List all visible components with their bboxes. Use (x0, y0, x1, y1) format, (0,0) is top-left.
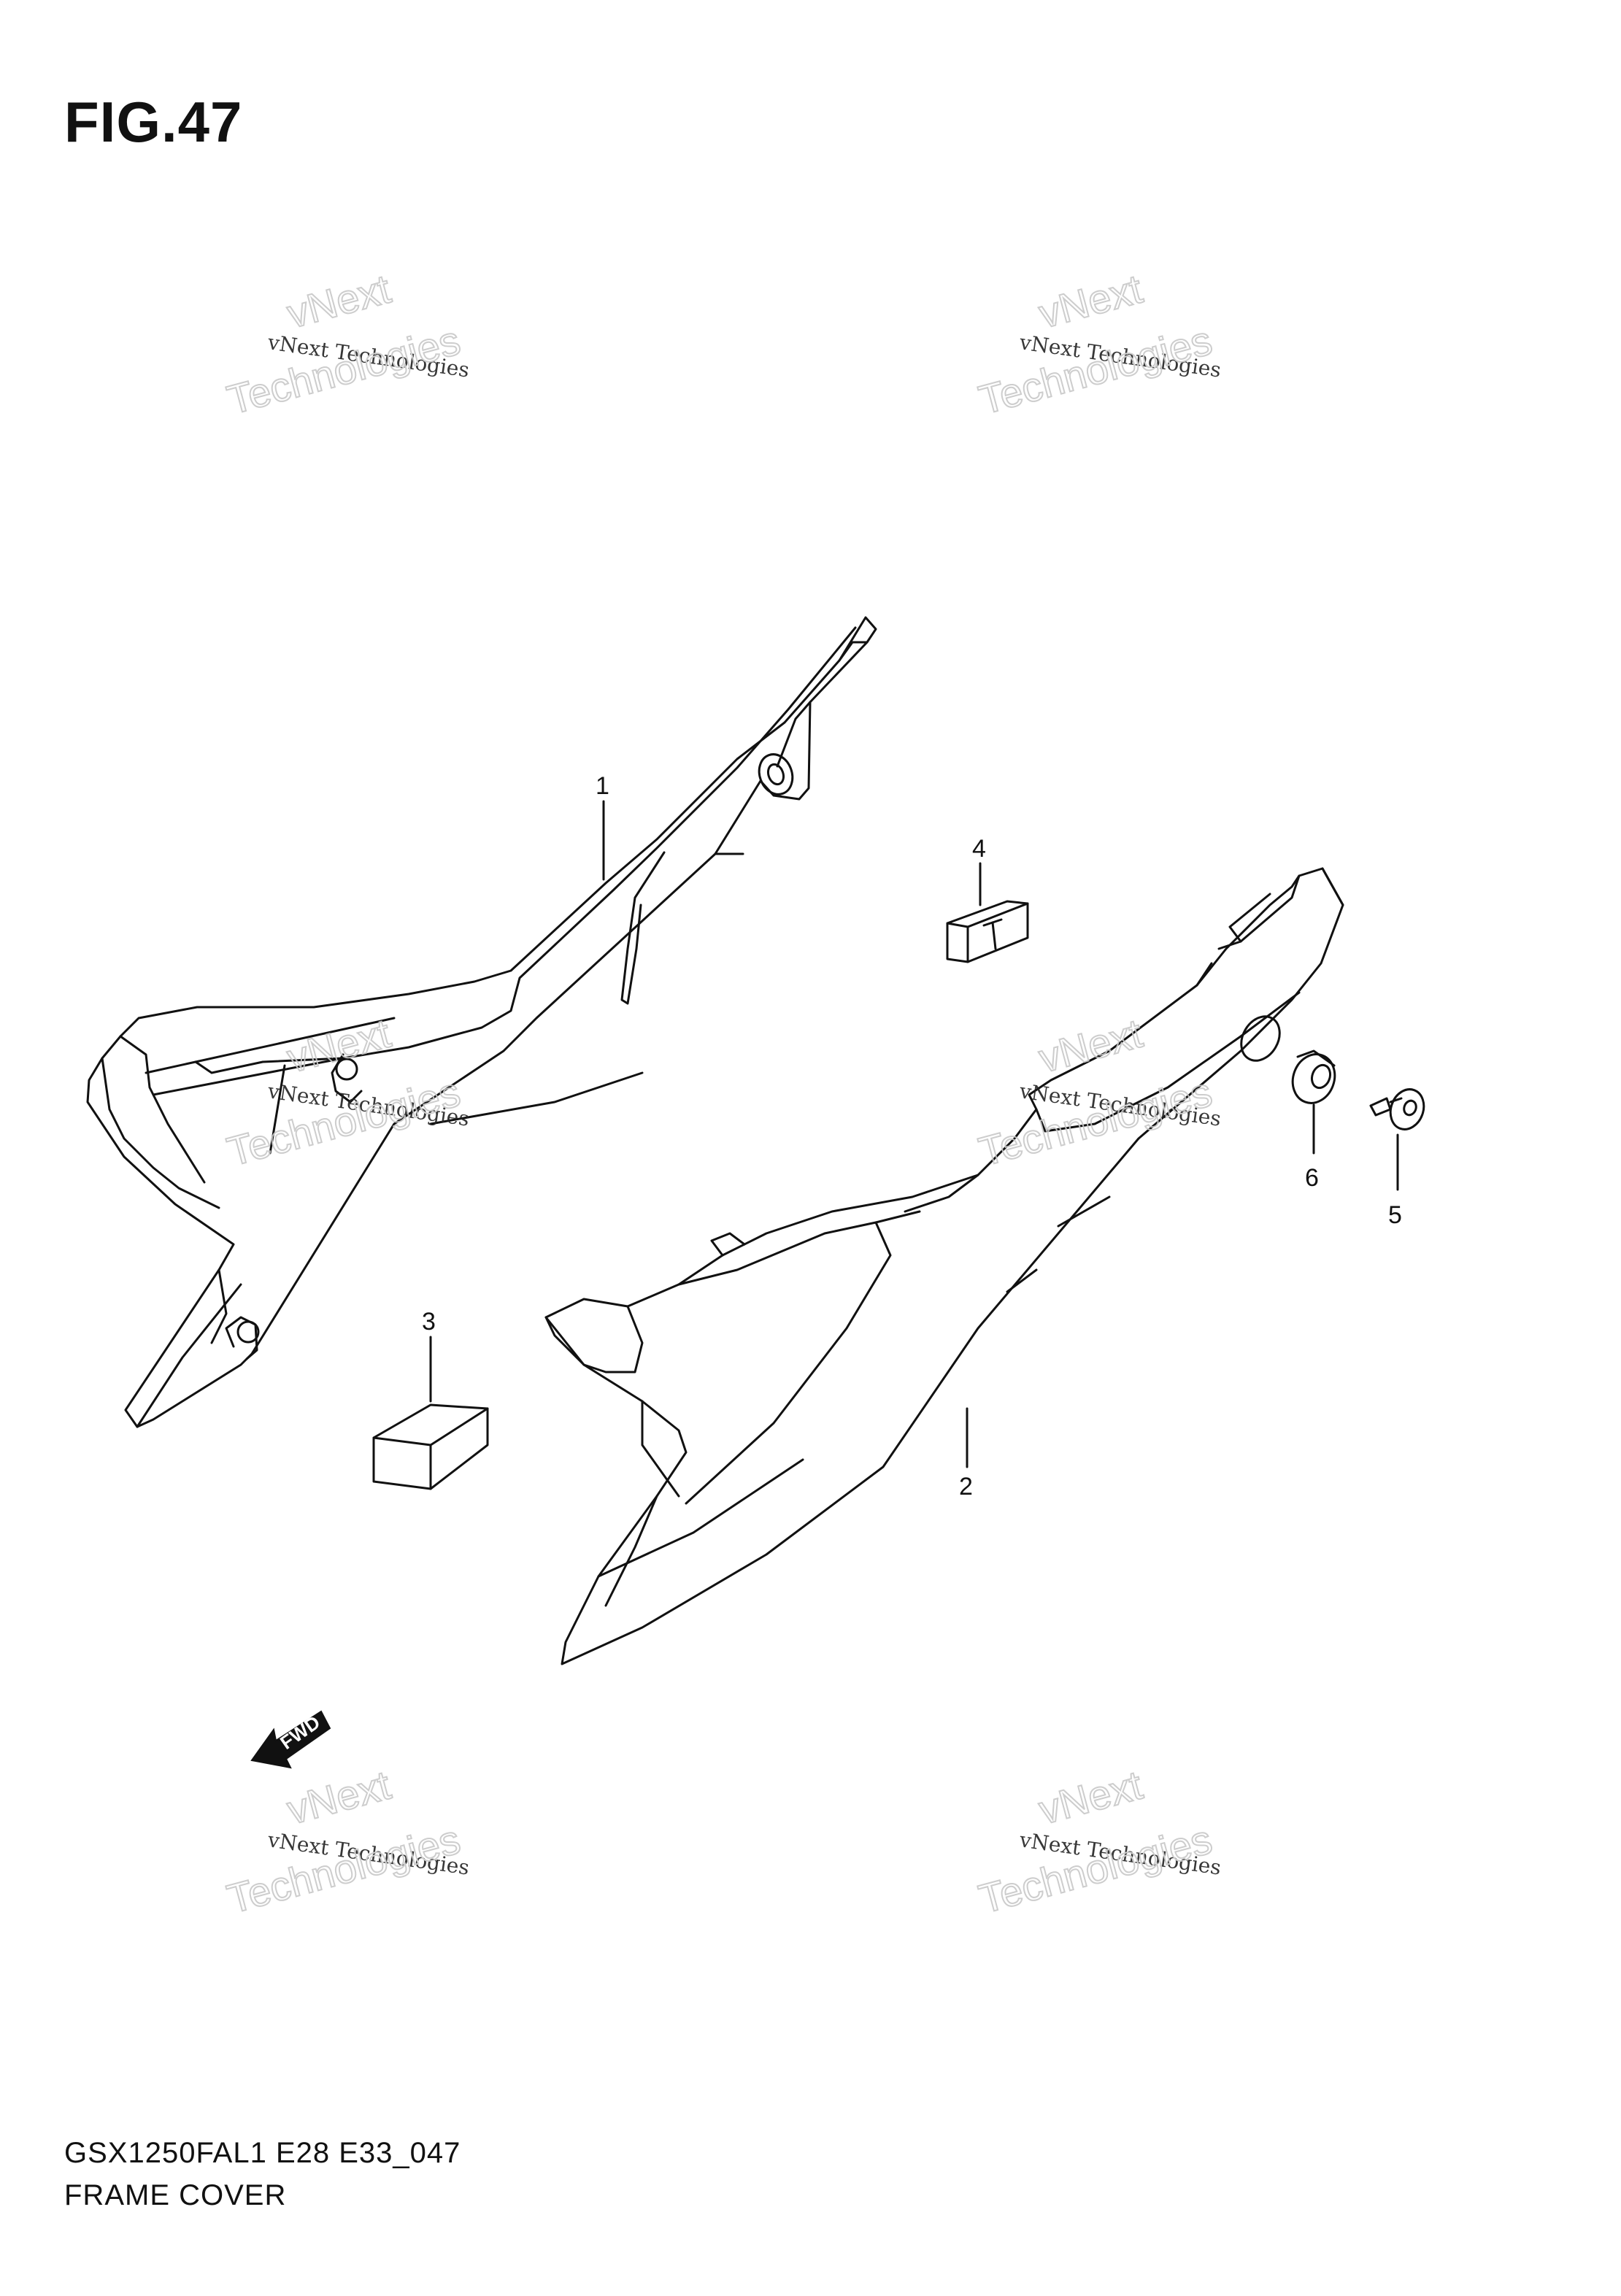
callout-3: 3 (422, 1308, 436, 1336)
watermark-bottom-right: vNext vNext Technologies Technologies (974, 1761, 1223, 1923)
part-5-bolt (1369, 1088, 1425, 1130)
svg-text:Technologies: Technologies (974, 1068, 1217, 1174)
svg-text:Technologies: Technologies (974, 317, 1217, 423)
watermark-middle-left: vNext vNext Technologies Technologies (222, 1009, 471, 1176)
figure-name: FRAME COVER (64, 2179, 287, 2211)
callout-1: 1 (596, 772, 609, 800)
svg-text:Technologies: Technologies (974, 1816, 1217, 1922)
svg-text:vNext: vNext (282, 266, 396, 337)
watermark-top-left: vNext vNext Technologies Technologies (222, 265, 471, 424)
part-2-right-frame-cover (544, 867, 1344, 1665)
part-3-block (372, 1403, 489, 1490)
callout-2: 2 (959, 1473, 973, 1501)
fwd-arrow-icon: FWD (250, 1710, 331, 1769)
callout-4: 4 (972, 835, 986, 863)
svg-text:vNext: vNext (282, 1762, 396, 1833)
callout-5: 5 (1388, 1201, 1402, 1229)
svg-text:vNext: vNext (282, 1010, 396, 1082)
callout-6: 6 (1305, 1164, 1319, 1192)
watermark-top-right: vNext vNext Technologies Technologies (974, 265, 1223, 424)
svg-text:Technologies: Technologies (223, 1816, 465, 1922)
svg-text:Technologies: Technologies (223, 1068, 465, 1174)
part-6-grommet (1291, 1049, 1336, 1104)
svg-text:vNext: vNext (1034, 1762, 1147, 1833)
watermark-middle-right: vNext vNext Technologies Technologies (974, 1009, 1223, 1176)
svg-text:vNext: vNext (1034, 266, 1147, 337)
watermark-bottom-left: vNext vNext Technologies Technologies (222, 1761, 471, 1923)
figure-title: FIG.47 (64, 90, 243, 154)
part-4-tag (946, 900, 1029, 963)
model-code: GSX1250FAL1 E28 E33_047 (64, 2137, 461, 2169)
svg-text:Technologies: Technologies (223, 317, 465, 423)
svg-text:vNext: vNext (1034, 1010, 1147, 1082)
part-1-left-frame-cover (86, 616, 877, 1428)
